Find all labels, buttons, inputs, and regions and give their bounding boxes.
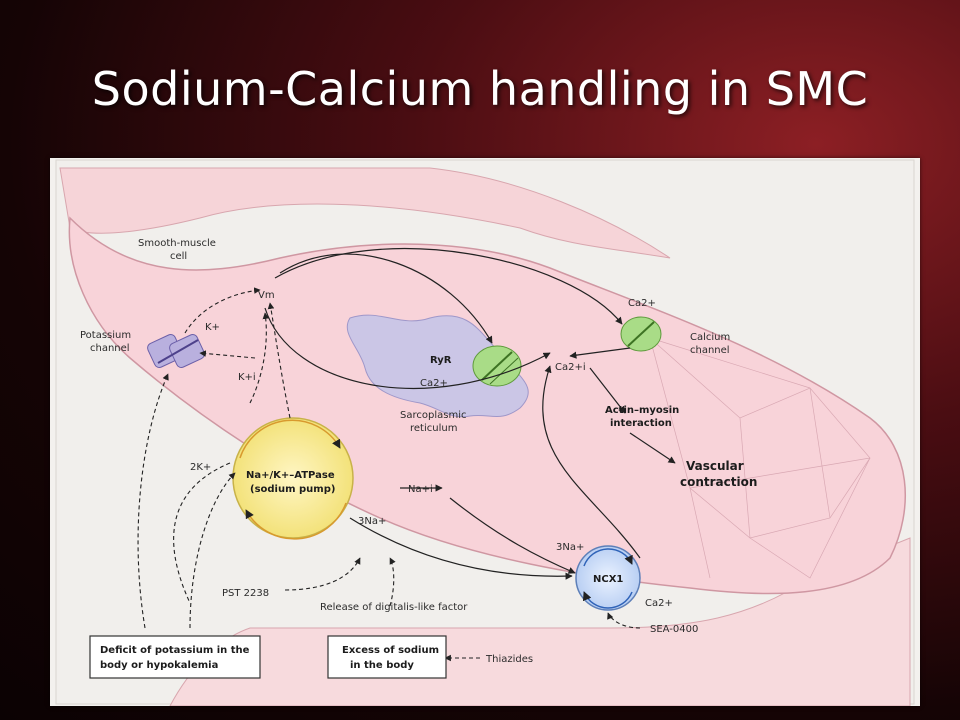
label-three-na-pump: 3Na+ (358, 516, 386, 527)
label-potassium-channel-1: Potassium (80, 330, 131, 341)
excess-box: Excess of sodium in the body (327, 635, 447, 679)
label-actin-myosin-1: Actin–myosin (605, 405, 679, 416)
label-vascular-2: contraction (680, 475, 757, 489)
label-pump-2: (sodium pump) (250, 484, 335, 495)
slide-title: Sodium-Calcium handling in SMC (91, 62, 869, 116)
label-ca-i: Ca2+i (555, 362, 586, 373)
label-sr-1: Sarcoplasmic (400, 410, 466, 421)
dashed-arrows (137, 287, 641, 662)
label-cell-2: cell (170, 251, 187, 262)
calcium-channel (620, 316, 662, 352)
label-ca-ncx: Ca2+ (645, 598, 673, 609)
label-three-na-ncx: 3Na+ (556, 542, 584, 553)
label-ca-out: Ca2+ (628, 298, 656, 309)
label-two-k: 2K+ (190, 462, 211, 473)
sodium-pump[interactable] (232, 417, 354, 540)
label-sr-2: reticulum (410, 423, 457, 434)
label-k-plus-i: K+i (238, 372, 256, 383)
label-calcium-channel-2: channel (690, 345, 730, 356)
potassium-channel (147, 334, 205, 368)
diagram-svg: Smooth-muscle cell Vm Potassium channel … (55, 159, 915, 706)
label-ca-sr: Ca2+ (420, 378, 448, 389)
excess-box-line2: in the body (350, 660, 414, 671)
label-ncx1: NCX1 (593, 574, 623, 585)
ncx1-exchanger[interactable] (575, 545, 641, 611)
label-vm: Vm (258, 290, 275, 301)
sarcoplasmic-reticulum (346, 314, 529, 418)
label-vascular-1: Vascular (686, 459, 744, 473)
solid-arrows (264, 247, 676, 580)
label-thiazides: Thiazides (485, 654, 533, 665)
label-potassium-channel-2: channel (90, 343, 130, 354)
label-digitalis: Release of digitalis-like factor (320, 602, 468, 613)
label-na-i: Na+i (408, 484, 433, 495)
label-k-plus: K+ (205, 322, 220, 333)
label-pump-1: Na+/K+–ATPase (246, 470, 335, 481)
deficit-box-line2: body or hypokalemia (100, 660, 218, 671)
label-cell-1: Smooth-muscle (138, 238, 216, 249)
label-sea: SEA-0400 (650, 624, 698, 635)
diagram-figure: Smooth-muscle cell Vm Potassium channel … (50, 158, 920, 706)
label-ryr: RyR (430, 355, 452, 366)
upper-cell (59, 167, 671, 259)
deficit-box: Deficit of potassium in the body or hypo… (89, 635, 261, 679)
ryr-channel (472, 345, 522, 387)
deficit-box-line1: Deficit of potassium in the (100, 645, 250, 656)
label-calcium-channel-1: Calcium (690, 332, 730, 343)
label-actin-myosin-2: interaction (610, 418, 672, 429)
label-pst: PST 2238 (222, 588, 269, 599)
cytoskeleton (649, 337, 871, 579)
excess-box-line1: Excess of sodium (342, 645, 439, 656)
